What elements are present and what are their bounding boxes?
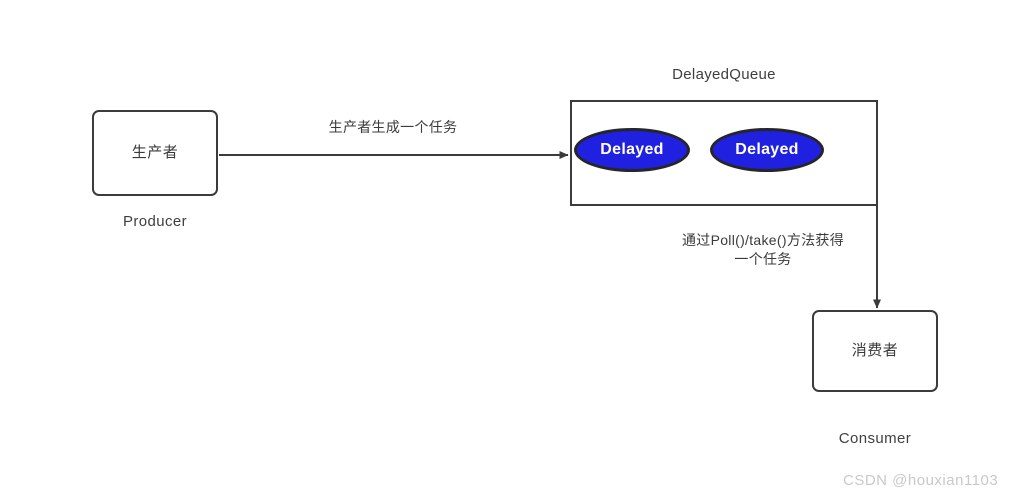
node-producer[interactable]: 生产者 [92,110,218,196]
edge-label-consume: 通过Poll()/take()方法获得 一个任务 [681,232,845,267]
edge-label-produce: 生产者生成一个任务 [328,119,458,135]
queue-title: DelayedQueue [672,66,776,83]
node-producer-label: 生产者 [131,144,179,161]
queue-item-delayed-1-label: Delayed [600,141,664,158]
node-consumer-label: 消费者 [851,342,899,359]
node-consumer[interactable]: 消费者 [812,310,938,392]
queue-item-delayed-2-label: Delayed [735,141,799,158]
caption-producer: Producer [122,213,188,230]
queue-item-delayed-1[interactable]: Delayed [574,128,690,172]
queue-item-delayed-2[interactable]: Delayed [710,128,824,172]
caption-consumer: Consumer [838,430,912,447]
watermark: CSDN @houxian1103 [843,472,999,489]
node-delayed-queue[interactable]: Delayed Delayed [570,100,878,206]
